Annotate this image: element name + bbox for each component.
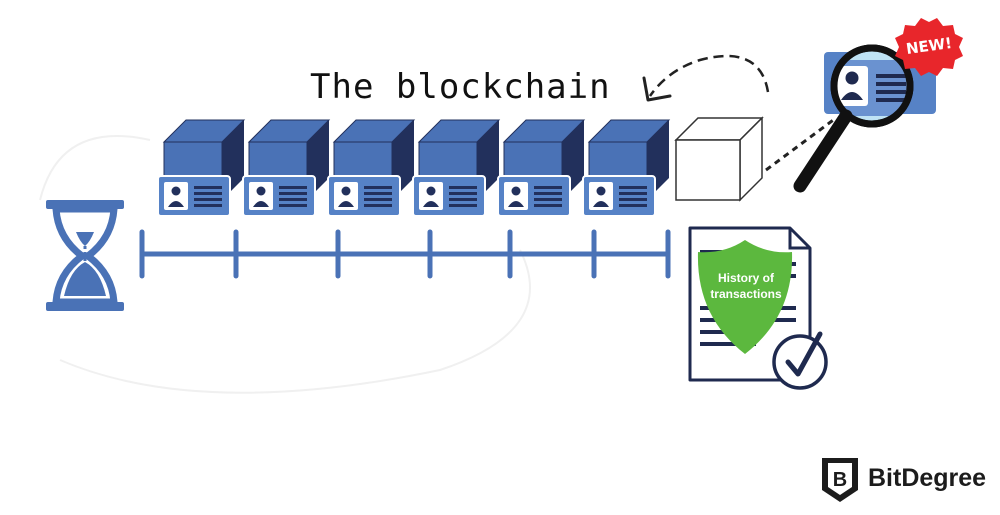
chain-block — [242, 119, 331, 217]
id-card-icon — [327, 175, 401, 217]
shield-label-line2: transactions — [710, 287, 782, 301]
add-block-arrow — [642, 54, 770, 102]
chain-blocks — [157, 119, 671, 217]
shield-icon — [697, 240, 793, 354]
chain-block — [497, 119, 586, 217]
magnifier-icon — [793, 44, 936, 193]
shield-label-line1: History of — [717, 271, 774, 285]
checkmark-icon — [772, 331, 828, 390]
id-card-icon — [582, 175, 656, 217]
bitdegree-logo-letter: B — [833, 469, 847, 491]
brand-name: BitDegree — [868, 464, 987, 492]
chain-block — [412, 119, 501, 217]
timeline — [139, 229, 671, 279]
background-decoration — [39, 135, 531, 394]
bitdegree-logo-icon: B — [822, 458, 858, 502]
connector-dotted-line — [765, 116, 837, 172]
new-block — [674, 116, 764, 202]
id-card-icon — [157, 175, 231, 217]
new-badge-shape — [895, 18, 963, 76]
hourglass-icon — [46, 200, 124, 311]
id-card-icon — [242, 175, 316, 217]
shield-label: History of transactions — [700, 270, 792, 316]
id-card-icon — [497, 175, 571, 217]
chain-block — [327, 119, 416, 217]
chain-block — [157, 119, 246, 217]
chain-block — [582, 119, 671, 217]
id-card-icon — [412, 175, 486, 217]
diagram-title: The blockchain — [310, 67, 611, 107]
